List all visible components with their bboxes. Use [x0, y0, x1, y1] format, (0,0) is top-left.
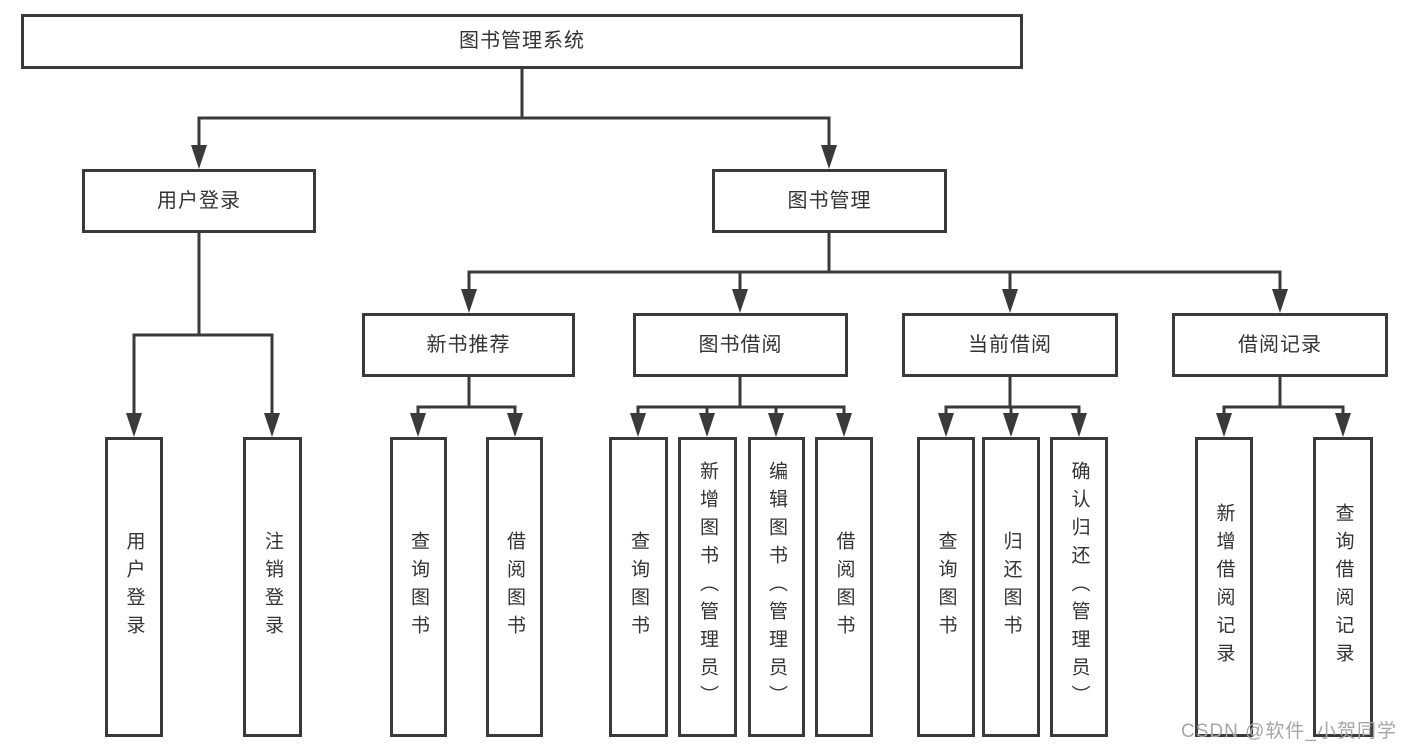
node-book-borrowing: 图书借阅 — [633, 313, 848, 377]
node-label: 查询图书 — [408, 531, 429, 643]
node-user-login-action: 用户登录 — [105, 437, 163, 737]
node-edit-book-admin: 编辑图书（管理员） — [748, 437, 805, 737]
node-label: 归还图书 — [1000, 531, 1022, 643]
node-query-books: 查询图书 — [917, 437, 975, 737]
node-label: 用户登录 — [123, 531, 145, 643]
node-query-borrow-record: 查询借阅记录 — [1313, 437, 1373, 737]
node-query-books: 查询图书 — [390, 437, 447, 737]
node-label: 确认归还（管理员） — [1068, 461, 1090, 713]
node-return-book: 归还图书 — [982, 437, 1040, 737]
node-query-books: 查询图书 — [609, 437, 668, 737]
csdn-watermark: CSDN @软件_小贺同学 — [1181, 721, 1397, 742]
node-new-book-recommendation: 新书推荐 — [362, 313, 575, 377]
node-logout: 注销登录 — [243, 437, 302, 737]
node-add-borrow-record: 新增借阅记录 — [1195, 437, 1253, 737]
node-label: 借阅图书 — [833, 531, 855, 643]
node-borrowing-records: 借阅记录 — [1172, 313, 1388, 377]
node-label: 查询借阅记录 — [1332, 503, 1354, 671]
node-label: 查询图书 — [935, 531, 957, 643]
node-label: 查询图书 — [628, 531, 649, 643]
node-label: 编辑图书（管理员） — [766, 461, 787, 713]
node-book-management: 图书管理 — [712, 169, 947, 233]
node-label: 新增借阅记录 — [1213, 503, 1235, 671]
node-label: 新增图书（管理员） — [697, 461, 718, 713]
node-confirm-return-admin: 确认归还（管理员） — [1050, 437, 1108, 737]
node-borrow-books: 借阅图书 — [486, 437, 543, 737]
node-label: 注销登录 — [262, 531, 283, 643]
node-current-borrowing: 当前借阅 — [902, 313, 1118, 377]
node-label: 借阅图书 — [504, 531, 525, 643]
node-add-book-admin: 新增图书（管理员） — [678, 437, 737, 737]
node-user-login: 用户登录 — [82, 169, 316, 233]
node-library-management-system: 图书管理系统 — [21, 14, 1023, 69]
node-borrow-books: 借阅图书 — [815, 437, 873, 737]
